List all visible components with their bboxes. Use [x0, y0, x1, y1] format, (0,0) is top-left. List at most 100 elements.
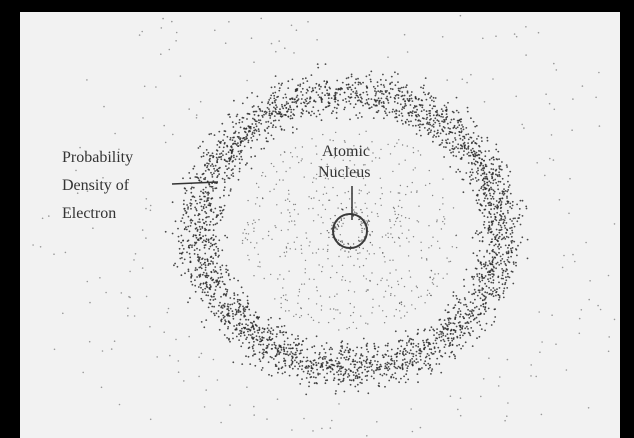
- cloud-dot: [347, 88, 349, 91]
- cloud-dot: [368, 253, 370, 255]
- cloud-dot: [204, 252, 207, 255]
- cloud-dot: [180, 274, 183, 277]
- cloud-dot: [291, 355, 293, 358]
- cloud-dot: [341, 340, 344, 343]
- cloud-dot: [316, 153, 318, 155]
- cloud-dot: [257, 331, 260, 334]
- cloud-dot: [229, 116, 231, 118]
- cloud-dot: [223, 186, 226, 189]
- cloud-dot: [475, 199, 478, 202]
- cloud-dot: [242, 331, 245, 334]
- cloud-dot: [490, 231, 493, 234]
- cloud-dot: [245, 318, 247, 321]
- cloud-dot: [278, 87, 281, 89]
- cloud-dot: [317, 372, 319, 375]
- cloud-dot: [394, 71, 396, 74]
- cloud-dot: [330, 358, 333, 361]
- cloud-dot: [444, 343, 447, 346]
- cloud-dot: [277, 371, 279, 374]
- cloud-dot: [348, 198, 351, 200]
- cloud-dot: [304, 98, 307, 101]
- cloud-dot: [472, 140, 475, 143]
- cloud-dot: [506, 195, 508, 198]
- cloud-dot: [446, 333, 449, 336]
- cloud-dot: [221, 276, 224, 278]
- cloud-dot: [454, 132, 457, 135]
- cloud-dot: [272, 329, 275, 332]
- cloud-dot: [435, 342, 438, 345]
- cloud-dot: [493, 190, 496, 193]
- cloud-dot: [293, 353, 296, 356]
- cloud-dot: [490, 281, 493, 284]
- cloud-dot: [379, 363, 382, 366]
- cloud-dot: [425, 98, 428, 101]
- cloud-dot: [281, 105, 284, 108]
- cloud-dot: [251, 131, 254, 134]
- cloud-dot: [419, 120, 422, 122]
- cloud-dot: [226, 168, 229, 171]
- cloud-dot: [385, 108, 387, 110]
- cloud-dot: [407, 120, 410, 123]
- cloud-dot: [240, 330, 243, 333]
- cloud-dot: [272, 138, 275, 140]
- cloud-dot: [214, 164, 217, 167]
- cloud-dot: [306, 88, 308, 91]
- cloud-dot: [598, 125, 601, 127]
- cloud-dot: [480, 263, 483, 266]
- cloud-dot: [246, 328, 248, 331]
- cloud-dot: [443, 216, 445, 218]
- cloud-dot: [386, 350, 389, 352]
- cloud-dot: [408, 217, 410, 220]
- cloud-dot: [440, 333, 442, 335]
- cloud-dot: [411, 361, 414, 363]
- cloud-dot: [347, 95, 350, 98]
- cloud-dot: [498, 158, 500, 161]
- cloud-dot: [469, 182, 472, 185]
- cloud-dot: [519, 199, 522, 202]
- cloud-dot: [333, 157, 336, 159]
- cloud-dot: [397, 280, 399, 282]
- cloud-dot: [484, 275, 487, 277]
- cloud-dot: [308, 385, 310, 388]
- cloud-dot: [354, 103, 357, 106]
- cloud-dot: [388, 368, 391, 370]
- cloud-dot: [248, 341, 251, 344]
- cloud-dot: [230, 169, 233, 172]
- cloud-dot: [278, 82, 280, 85]
- cloud-dot: [406, 344, 408, 347]
- cloud-dot: [298, 365, 301, 368]
- cloud-dot: [235, 335, 238, 338]
- cloud-dot: [218, 146, 221, 149]
- cloud-dot: [390, 75, 393, 78]
- cloud-dot: [188, 252, 191, 255]
- cloud-dot: [204, 287, 207, 290]
- cloud-dot: [487, 307, 490, 310]
- cloud-dot: [354, 87, 357, 90]
- cloud-dot: [492, 287, 495, 289]
- cloud-dot: [459, 397, 462, 400]
- cloud-dot: [322, 362, 324, 364]
- cloud-dot: [210, 237, 212, 240]
- cloud-dot: [207, 294, 210, 297]
- cloud-dot: [490, 188, 493, 191]
- cloud-dot: [203, 246, 206, 249]
- cloud-dot: [256, 242, 258, 244]
- cloud-dot: [454, 355, 456, 358]
- cloud-dot: [421, 367, 423, 369]
- cloud-dot: [358, 192, 360, 195]
- cloud-dot: [455, 295, 458, 297]
- cloud-dot: [227, 309, 230, 312]
- cloud-dot: [446, 325, 449, 328]
- cloud-dot: [382, 93, 385, 95]
- cloud-dot: [496, 233, 499, 236]
- cloud-dot: [289, 366, 291, 368]
- cloud-dot: [237, 309, 240, 311]
- cloud-dot: [462, 191, 465, 194]
- cloud-dot: [207, 194, 210, 196]
- cloud-dot: [128, 295, 130, 298]
- cloud-dot: [198, 375, 200, 378]
- cloud-dot: [316, 39, 318, 41]
- cloud-dot: [110, 348, 113, 350]
- cloud-dot: [223, 171, 226, 174]
- cloud-dot: [248, 259, 250, 261]
